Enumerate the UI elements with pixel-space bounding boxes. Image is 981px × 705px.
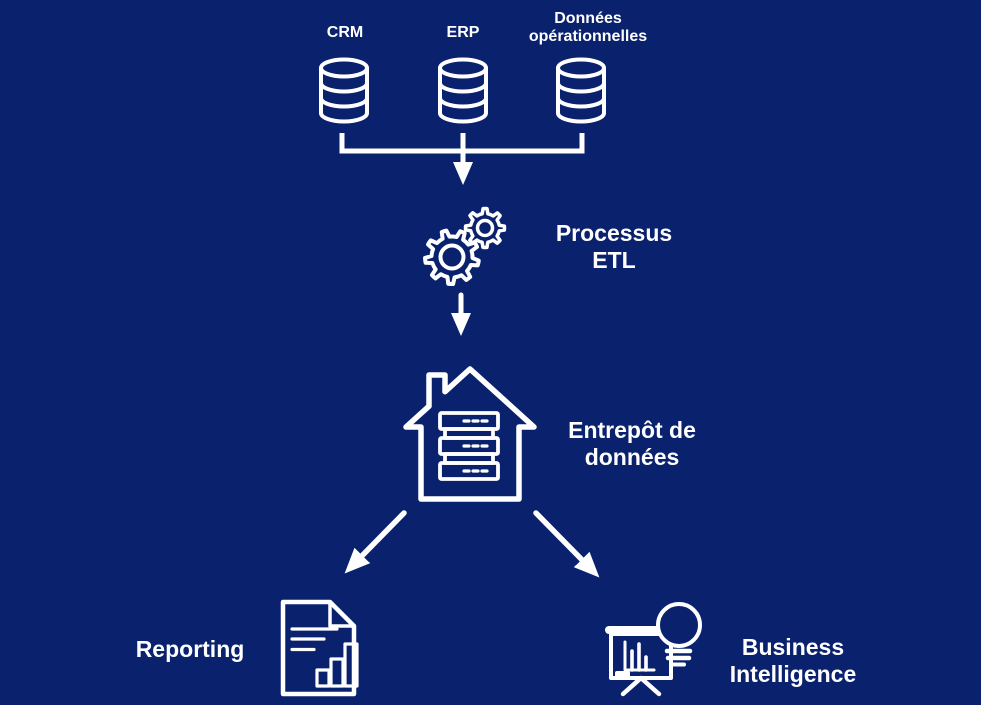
crm-database-icon bbox=[319, 57, 369, 124]
merge-bracket-arrow bbox=[339, 133, 585, 185]
large-gear bbox=[423, 228, 481, 287]
document-outline bbox=[280, 599, 357, 697]
crm-label: CRM bbox=[326, 24, 364, 41]
board-eraser bbox=[615, 671, 630, 678]
presentation-lightbulb-icon bbox=[605, 602, 702, 697]
server-stack bbox=[438, 411, 500, 481]
operational-data-label: Données opérationnelles bbox=[528, 10, 648, 45]
bar-chart bbox=[315, 642, 359, 688]
warehouse-label: Entrepôt de données bbox=[568, 417, 696, 470]
operational-database-icon bbox=[556, 57, 606, 124]
gears-icon bbox=[423, 206, 507, 287]
etl-label: Processus ETL bbox=[555, 220, 673, 273]
diverging-arrows bbox=[344, 510, 600, 578]
lightbulb-glass bbox=[656, 602, 702, 648]
server-leds bbox=[462, 419, 489, 473]
house-outline bbox=[403, 366, 537, 502]
text-lines bbox=[290, 627, 339, 652]
small-gear bbox=[463, 206, 507, 250]
bi-label: Business Intelligence bbox=[729, 634, 857, 687]
report-document-icon bbox=[280, 599, 359, 697]
lightbulb-base bbox=[664, 648, 693, 667]
easel-legs bbox=[620, 675, 662, 697]
house-server-icon bbox=[403, 366, 537, 502]
diagonal-left-arrow-icon bbox=[344, 510, 407, 574]
reporting-label: Reporting bbox=[135, 636, 245, 662]
erp-label: ERP bbox=[446, 24, 480, 41]
folded-corner bbox=[328, 602, 354, 628]
down-arrow-icon bbox=[451, 292, 471, 336]
erp-database-icon bbox=[438, 57, 488, 124]
diagonal-right-arrow-icon bbox=[533, 510, 600, 578]
